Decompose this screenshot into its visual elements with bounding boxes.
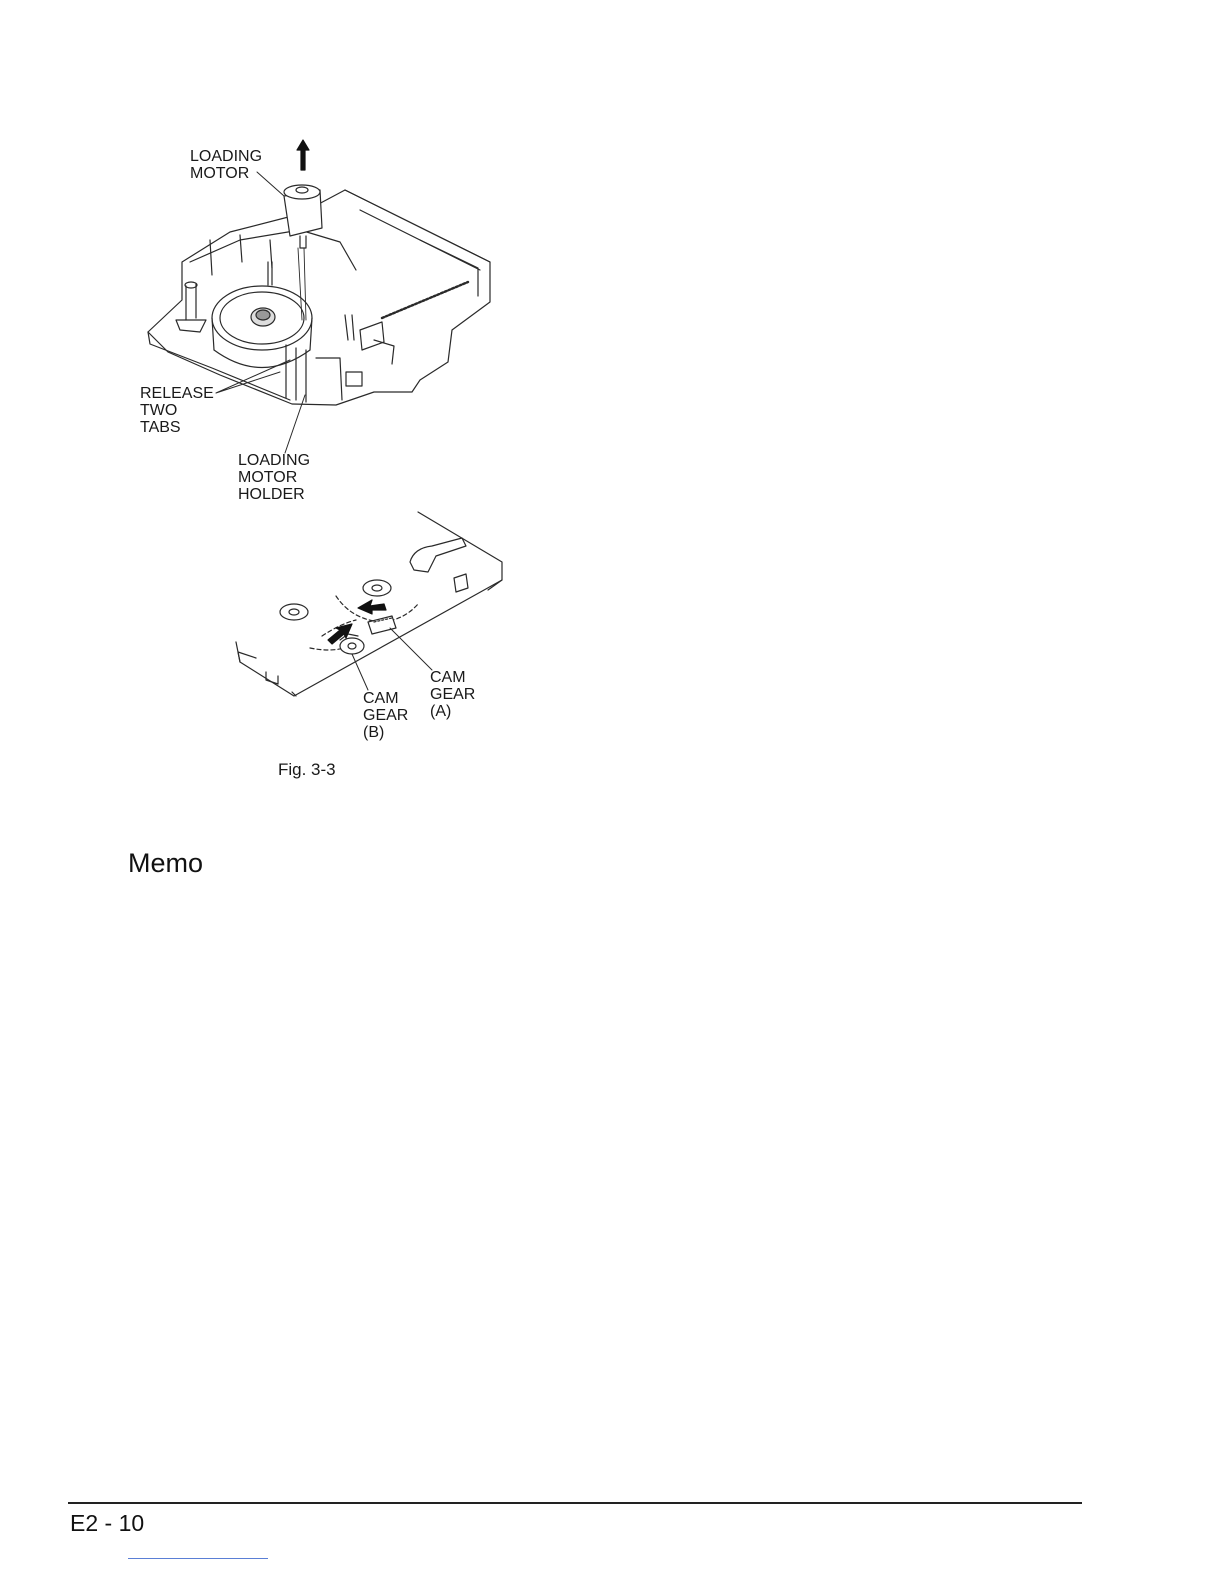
cam-gear-b-label: CAM GEAR (B) bbox=[363, 690, 408, 741]
figure-caption: Fig. 3-3 bbox=[278, 761, 336, 778]
holder-label-line1: LOADING bbox=[238, 452, 310, 469]
loading-motor-holder-label: LOADING MOTOR HOLDER bbox=[238, 452, 310, 503]
cam-gear-a-line3: (A) bbox=[430, 703, 475, 720]
loading-motor-label-line2: MOTOR bbox=[190, 165, 262, 182]
cam-gear-b-line3: (B) bbox=[363, 724, 408, 741]
cam-gear-b-line2: GEAR bbox=[363, 707, 408, 724]
release-tabs-label-line1: RELEASE bbox=[140, 385, 214, 402]
release-tabs-label-line2: TWO bbox=[140, 402, 214, 419]
memo-heading: Memo bbox=[128, 848, 203, 879]
holder-label-line3: HOLDER bbox=[238, 486, 310, 503]
arrow-up-icon bbox=[297, 140, 309, 170]
loading-motor-label-line1: LOADING bbox=[190, 148, 262, 165]
bottom-underline bbox=[128, 1558, 268, 1559]
cam-gear-a-label: CAM GEAR (A) bbox=[430, 669, 475, 720]
cam-gear-a-line2: GEAR bbox=[430, 686, 475, 703]
page-number: E2 - 10 bbox=[70, 1510, 144, 1537]
cam-gear-a-line1: CAM bbox=[430, 669, 475, 686]
cam-gear-b-line1: CAM bbox=[363, 690, 408, 707]
arrow-left-icon bbox=[358, 600, 386, 614]
release-tabs-label-line3: TABS bbox=[140, 419, 214, 436]
release-tabs-label: RELEASE TWO TABS bbox=[140, 385, 214, 436]
footer-divider bbox=[68, 1502, 1082, 1504]
holder-label-line2: MOTOR bbox=[238, 469, 310, 486]
loading-motor-label: LOADING MOTOR bbox=[190, 148, 262, 182]
